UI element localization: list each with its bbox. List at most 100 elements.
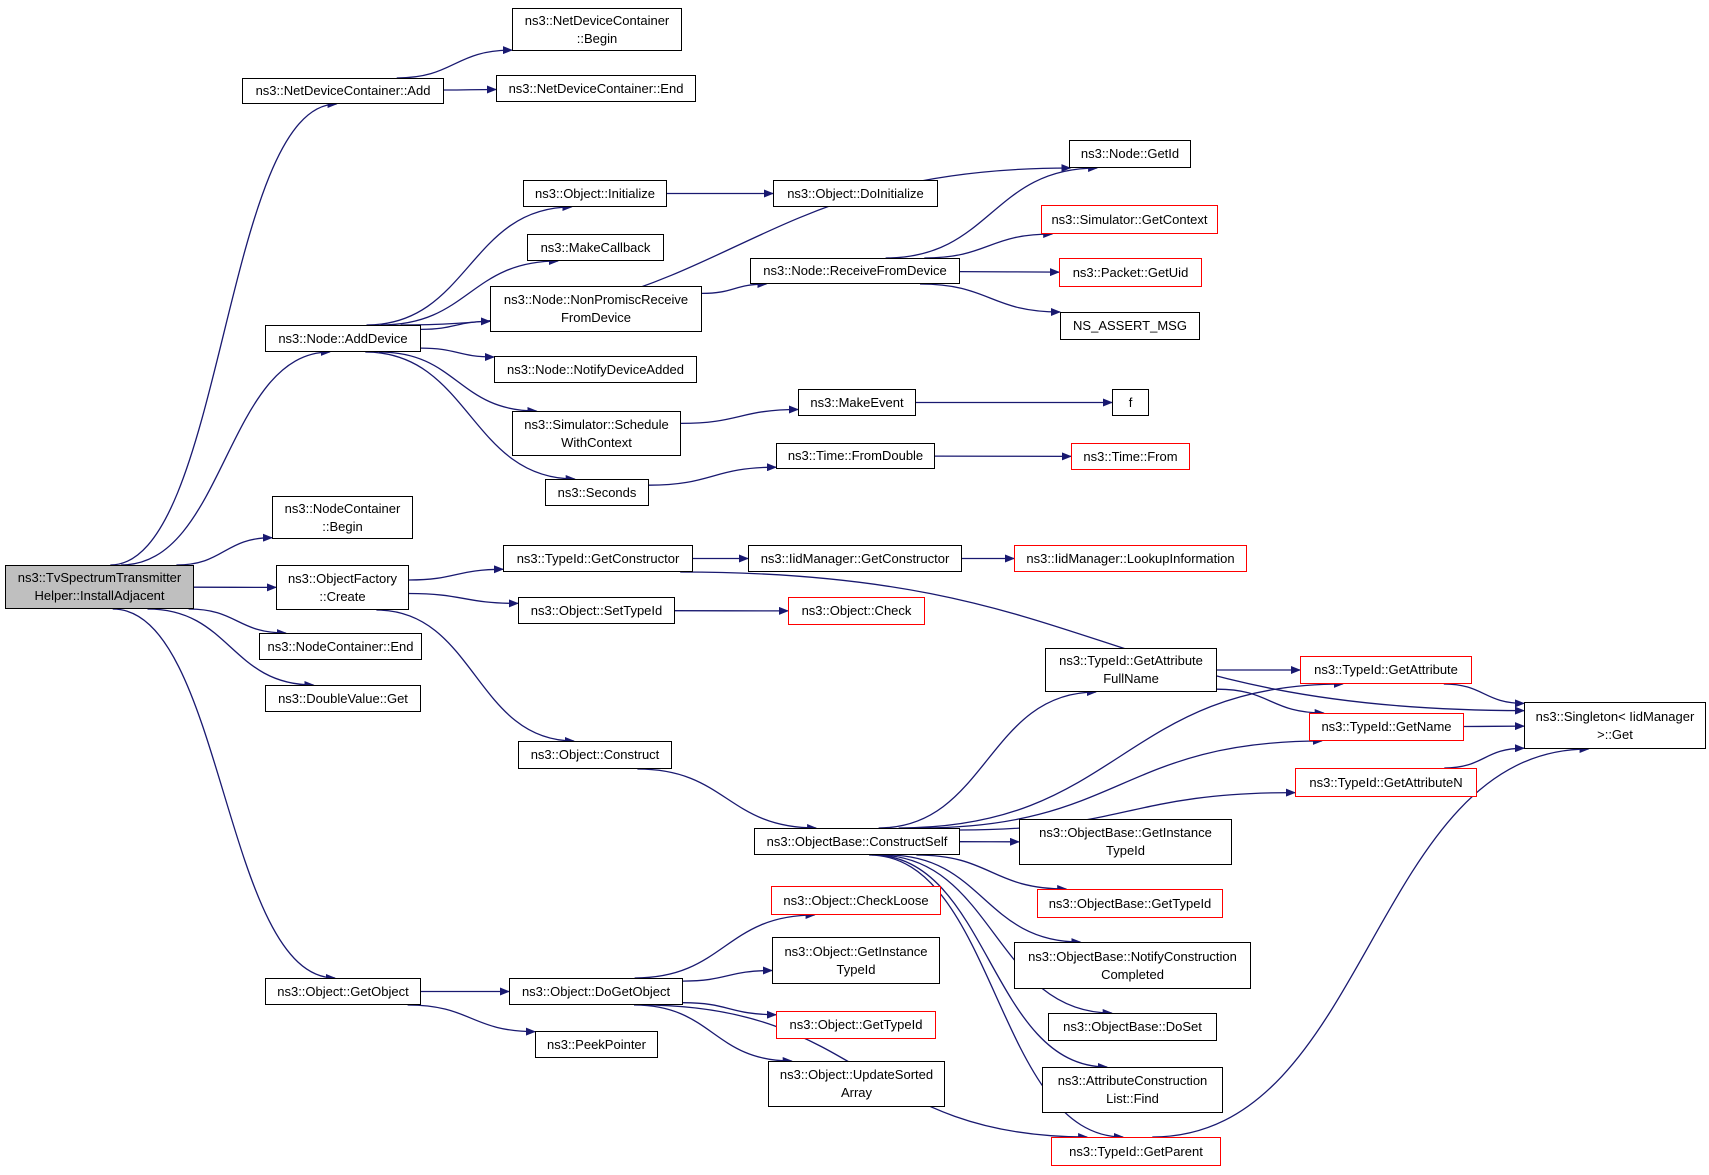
node-seconds[interactable]: ns3::Seconds (545, 479, 649, 506)
node-singleton[interactable]: ns3::Singleton< IidManager>::Get (1524, 702, 1706, 749)
node-label-line: ns3::AttributeConstruction (1057, 1073, 1208, 1088)
node-iid-lookup[interactable]: ns3::IidManager::LookupInformation (1014, 545, 1247, 572)
node-label-line: List::Find (1106, 1091, 1159, 1106)
node-pkt-uid[interactable]: ns3::Packet::GetUid (1059, 258, 1202, 287)
node-label-line: ns3::MakeEvent (810, 394, 904, 410)
node-tid-get-ctor[interactable]: ns3::TypeId::GetConstructor (503, 545, 693, 572)
edge-add-device-to-non-prom (420, 317, 491, 331)
edge-root-to-ndc-add (110, 100, 338, 566)
edge-root-to-nc-end (188, 608, 287, 637)
node-label-line: ns3::Object::DoInitialize (787, 185, 924, 201)
node-notify-add[interactable]: ns3::Node::NotifyDeviceAdded (494, 356, 697, 383)
node-f[interactable]: f (1112, 389, 1149, 416)
edge-root-to-add-device (121, 348, 331, 566)
node-assert-msg[interactable]: NS_ASSERT_MSG (1060, 312, 1200, 340)
node-label-line: ns3::Object::GetObject (277, 983, 409, 999)
edge-ctor-self-to-get-attr-n (959, 788, 1296, 831)
node-label-line: ns3::Seconds (557, 484, 637, 500)
node-get-name[interactable]: ns3::TypeId::GetName (1309, 713, 1464, 741)
node-label-line: ns3::Object::Initialize (535, 185, 655, 201)
node-obj-check[interactable]: ns3::Object::Check (788, 597, 925, 625)
edge-do-get-obj-to-o-inst-tid (682, 966, 773, 982)
edge-recv-dev-to-node-get-id (885, 164, 1099, 259)
node-label-line: Array (840, 1085, 873, 1100)
node-label-line: ns3::Simulator::GetContext (1051, 211, 1208, 227)
node-label-line: ns3::ObjectBase::GetTypeId (1048, 895, 1212, 911)
node-from-double[interactable]: ns3::Time::FromDouble (776, 443, 935, 469)
edge-get-attr-n-to-singleton (1444, 744, 1525, 769)
node-label-line: ns3::ObjectBase::DoSet (1063, 1019, 1202, 1034)
edge-do-get-obj-to-o-get-tid (682, 1002, 777, 1019)
node-make-cb[interactable]: ns3::MakeCallback (527, 234, 664, 261)
node-obj-do-init[interactable]: ns3::Object::DoInitialize (773, 180, 938, 207)
node-add-device[interactable]: ns3::Node::AddDevice (265, 325, 421, 352)
edge-add-device-to-obj-init (366, 203, 573, 326)
node-dv-get[interactable]: ns3::DoubleValue::Get (265, 685, 421, 712)
node-get-parent[interactable]: ns3::TypeId::GetParent (1051, 1137, 1221, 1166)
node-label-line: ns3::Object::CheckLoose (783, 892, 929, 908)
edge-get-attr-to-singleton (1443, 683, 1525, 708)
node-ndc-end[interactable]: ns3::NetDeviceContainer::End (496, 75, 696, 102)
edge-ctor-self-to-get-name (919, 737, 1323, 829)
node-label-line: ns3::Object::GetTypeId (789, 1017, 923, 1032)
node-label-line: FullName (1103, 671, 1159, 686)
node-make-event[interactable]: ns3::MakeEvent (798, 389, 916, 416)
node-do-set[interactable]: ns3::ObjectBase::DoSet (1048, 1013, 1217, 1041)
node-ndc-begin[interactable]: ns3::NetDeviceContainer::Begin (512, 8, 682, 51)
node-of-create[interactable]: ns3::ObjectFactory::Create (276, 565, 409, 610)
node-nc-end[interactable]: ns3::NodeContainer::End (259, 633, 422, 660)
node-label-line: FromDevice (560, 310, 632, 325)
node-ndc-add[interactable]: ns3::NetDeviceContainer::Add (242, 78, 444, 104)
node-do-get-obj[interactable]: ns3::Object::DoGetObject (509, 978, 683, 1005)
node-label-line: ::Begin (576, 30, 618, 46)
edge-recv-dev-to-assert-msg (919, 283, 1061, 316)
node-sim-get-ctx[interactable]: ns3::Simulator::GetContext (1041, 205, 1218, 234)
node-set-type-id[interactable]: ns3::Object::SetTypeId (518, 597, 675, 624)
edge-do-get-obj-to-upd-sorted (633, 1004, 793, 1065)
node-label-line: Helper::InstallAdjacent (34, 588, 165, 603)
node-label-line: ns3::TypeId::GetName (1321, 719, 1452, 734)
node-label-line: ::Begin (322, 518, 363, 534)
node-iid-get-ctor[interactable]: ns3::IidManager::GetConstructor (748, 545, 962, 572)
node-label-line: ns3::ObjectBase::ConstructSelf (766, 833, 948, 849)
node-time-from[interactable]: ns3::Time::From (1071, 443, 1190, 470)
node-get-attr-n[interactable]: ns3::TypeId::GetAttributeN (1295, 768, 1477, 797)
edge-sched-ctx-to-make-event (680, 405, 799, 425)
node-label-line: ns3::Node::NotifyDeviceAdded (506, 361, 685, 377)
node-label-line: ns3::IidManager::GetConstructor (760, 550, 950, 566)
node-node-get-id[interactable]: ns3::Node::GetId (1069, 140, 1191, 168)
node-obj-init[interactable]: ns3::Object::Initialize (523, 180, 667, 207)
node-label-line: ns3::ObjectFactory (287, 570, 398, 586)
node-peek-ptr[interactable]: ns3::PeekPointer (535, 1031, 658, 1058)
node-get-attr[interactable]: ns3::TypeId::GetAttribute (1300, 656, 1472, 684)
node-label-line: TypeId (836, 961, 876, 977)
edge-add-device-to-sched-ctx (378, 351, 538, 415)
node-label-line: ns3::TypeId::GetAttributeN (1309, 774, 1463, 790)
node-label-line: ns3::Node::AddDevice (278, 330, 408, 346)
node-recv-dev[interactable]: ns3::Node::ReceiveFromDevice (750, 258, 960, 284)
node-label-line: ns3::DoubleValue::Get (278, 690, 408, 706)
node-nc-begin[interactable]: ns3::NodeContainer::Begin (272, 496, 413, 539)
node-construct[interactable]: ns3::Object::Construct (518, 741, 672, 769)
node-ob-get-tid[interactable]: ns3::ObjectBase::GetTypeId (1037, 889, 1223, 918)
node-label-line: ns3::NetDeviceContainer::Add (255, 83, 431, 98)
node-label-line: ns3::NetDeviceContainer (524, 12, 670, 28)
node-label-line: ns3::Packet::GetUid (1072, 264, 1189, 280)
node-chk-loose[interactable]: ns3::Object::CheckLoose (771, 886, 941, 915)
node-label-line: ns3::TypeId::GetConstructor (516, 550, 680, 566)
edge-add-device-to-notify-add (420, 347, 495, 361)
node-label-line: ::Create (319, 588, 366, 604)
edge-seconds-to-from-double (648, 463, 777, 486)
node-o-get-tid[interactable]: ns3::Object::GetTypeId (776, 1011, 936, 1039)
node-get-object[interactable]: ns3::Object::GetObject (265, 978, 421, 1005)
node-label-line: Completed (1101, 966, 1164, 982)
node-ctor-self[interactable]: ns3::ObjectBase::ConstructSelf (754, 828, 960, 855)
